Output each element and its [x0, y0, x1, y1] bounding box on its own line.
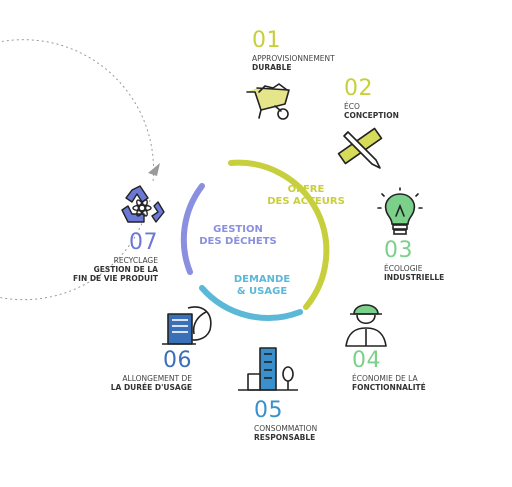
- step-04-line1: ÉCONOMIE DE LA: [352, 374, 418, 383]
- step-03: 03 ÉCOLOGIE INDUSTRIELLE: [384, 238, 445, 283]
- step-06-line2: LA DURÉE D'USAGE: [110, 383, 192, 392]
- label-gestion-line1: GESTION: [213, 224, 263, 235]
- step-07-line3: FIN DE VIE PRODUIT: [73, 274, 158, 283]
- step-06-number: 06: [163, 348, 192, 373]
- step-07-line1: RECYCLAGE: [113, 256, 158, 265]
- ruler-pencil-icon: [337, 127, 383, 169]
- step-07-number: 07: [129, 230, 158, 255]
- label-demande: DEMANDE & USAGE: [214, 274, 310, 298]
- label-demande-line1: DEMANDE: [233, 274, 291, 285]
- step-01-number: 01: [252, 28, 281, 53]
- arc-demande: [199, 285, 303, 321]
- recycle-icon: [121, 185, 165, 223]
- step-06-line1: ALLONGEMENT DE: [122, 374, 192, 383]
- step-02-line1: ÉCO: [344, 102, 360, 111]
- step-04: 04 ÉCONOMIE DE LA FONCTIONNALITÉ: [352, 348, 426, 393]
- wheelbarrow-icon: [246, 83, 290, 120]
- label-offre: OFFRE DES ACTEURS: [258, 184, 354, 208]
- worker-icon: [345, 304, 387, 347]
- label-gestion-line2: DES DÉCHETS: [199, 236, 277, 247]
- step-02-line2: CONCEPTION: [344, 111, 399, 120]
- label-offre-line2: DES ACTEURS: [267, 196, 345, 207]
- step-01-line2: DURABLE: [252, 63, 292, 72]
- label-gestion: GESTION DES DÉCHETS: [190, 224, 286, 248]
- arc-gestion: [180, 183, 205, 275]
- step-06: 06 ALLONGEMENT DE LA DURÉE D'USAGE: [92, 348, 192, 393]
- step-02-number: 02: [344, 76, 373, 101]
- city-building-icon: [238, 347, 298, 391]
- step-03-line1: ÉCOLOGIE: [384, 264, 423, 273]
- step-07-line2: GESTION DE LA: [93, 265, 158, 274]
- step-04-line2: FONCTIONNALITÉ: [352, 383, 426, 392]
- arc-offre: [228, 159, 330, 310]
- step-07: 07 RECYCLAGE GESTION DE LA FIN DE VIE PR…: [56, 230, 158, 284]
- step-05: 05 CONSOMMATION RESPONSABLE: [254, 398, 318, 443]
- step-03-line2: INDUSTRIELLE: [384, 273, 445, 282]
- step-04-number: 04: [352, 348, 381, 373]
- step-05-number: 05: [254, 398, 283, 423]
- step-01: 01 APPROVISIONNEMENT DURABLE: [252, 28, 335, 73]
- step-02: 02 ÉCO CONCEPTION: [344, 76, 399, 121]
- outer-dotted-cycle: [0, 39, 155, 301]
- label-demande-line2: & USAGE: [236, 286, 288, 297]
- step-05-line1: CONSOMMATION: [254, 424, 318, 433]
- step-03-number: 03: [384, 238, 413, 263]
- cycle-arrowhead: [148, 163, 160, 176]
- building-leaf-icon: [162, 306, 212, 345]
- step-01-line1: APPROVISIONNEMENT: [252, 54, 335, 63]
- lightbulb-icon: [377, 187, 423, 235]
- label-offre-line1: OFFRE: [287, 184, 325, 195]
- step-05-line2: RESPONSABLE: [254, 433, 316, 442]
